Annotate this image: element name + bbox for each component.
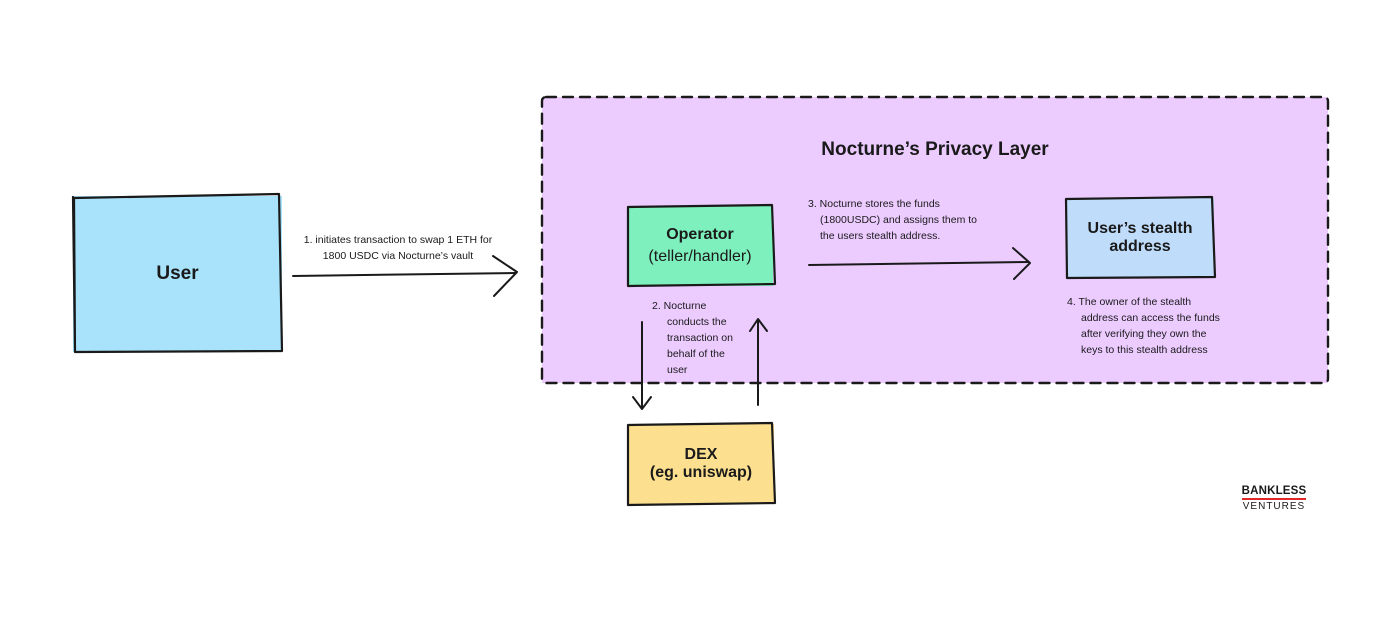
privacy-layer-border bbox=[540, 95, 1330, 385]
arrow-operator-to-stealth-head bbox=[1012, 247, 1031, 280]
bankless-ventures-logo: BANKLESS VENTURES bbox=[1236, 481, 1312, 512]
stealth-box-outline bbox=[1064, 195, 1217, 280]
dex-sublabel: (eg. uniswap) bbox=[649, 464, 753, 481]
dex-label: DEX bbox=[684, 446, 718, 463]
arrow-user-to-layer-head bbox=[492, 255, 518, 297]
step4-line1: 4. The owner of the stealth bbox=[1067, 296, 1192, 308]
operator-sublabel: (teller/handler) bbox=[648, 248, 752, 265]
step2-line2: conducts the bbox=[667, 316, 727, 328]
operator-box-outline bbox=[626, 203, 777, 288]
step4-line3: after verifying they own the bbox=[1081, 328, 1207, 340]
step3-line1: 3. Nocturne stores the funds bbox=[808, 198, 940, 210]
user-node: User bbox=[73, 196, 282, 352]
arrow-dex-to-operator-head bbox=[749, 318, 768, 332]
stealth-address-node: User’s stealth address bbox=[1066, 198, 1214, 278]
step4-note: 4. The owner of the stealth address can … bbox=[1067, 294, 1247, 358]
arrow-user-to-layer bbox=[292, 272, 516, 277]
arrow-operator-to-dex-head bbox=[632, 396, 652, 410]
step1-line1: 1. initiates transaction to swap 1 ETH f… bbox=[303, 234, 493, 246]
step2-note: 2. Nocturne conducts the transaction on … bbox=[652, 298, 736, 378]
dex-node: DEX (eg. uniswap) bbox=[628, 424, 774, 504]
dex-box-outline bbox=[626, 421, 777, 507]
step3-line2: (1800USDC) and assigns them to bbox=[820, 214, 977, 226]
step1-line2: 1800 USDC via Nocturne’s vault bbox=[322, 250, 474, 262]
operator-label: Operator bbox=[666, 226, 734, 243]
step2-line5: user bbox=[667, 364, 688, 376]
step3-line3: the users stealth address. bbox=[820, 230, 941, 242]
step2-line3: transaction on bbox=[667, 332, 733, 344]
step2-line1: 2. Nocturne bbox=[652, 300, 707, 312]
logo-top-text: BANKLESS bbox=[1241, 485, 1307, 500]
privacy-layer-title: Nocturne’s Privacy Layer bbox=[821, 139, 1049, 160]
step1-note: 1. initiates transaction to swap 1 ETH f… bbox=[292, 232, 504, 264]
step3-note: 3. Nocturne stores the funds (1800USDC) … bbox=[808, 196, 998, 244]
arrow-operator-to-stealth bbox=[808, 261, 1030, 266]
step4-line4: keys to this stealth address bbox=[1081, 344, 1208, 356]
step2-line4: behalf of the bbox=[667, 348, 725, 360]
stealth-label-line1: User’s stealth bbox=[1087, 220, 1193, 237]
step4-line2: address can access the funds bbox=[1081, 312, 1220, 324]
operator-node: Operator (teller/handler) bbox=[627, 206, 773, 286]
user-label: User bbox=[156, 262, 199, 284]
user-box-outline bbox=[71, 192, 284, 354]
logo-bottom-text: VENTURES bbox=[1242, 501, 1306, 512]
stealth-label-line2: address bbox=[1109, 238, 1171, 255]
